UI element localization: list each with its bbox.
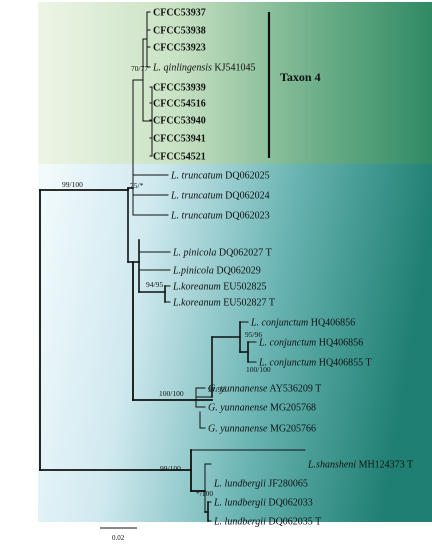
tip-species-name: G. yunnanense xyxy=(208,424,268,435)
tip-accession: KJ541045 xyxy=(212,63,256,74)
tree-background xyxy=(38,164,432,522)
tip-species-name: L. conjunctum xyxy=(258,358,316,369)
tip-species-name: G. yunnanense xyxy=(208,384,268,395)
tip-label-t3: CFCC53923 xyxy=(153,43,206,54)
support-99-100-lower: 99/100 xyxy=(160,464,181,473)
tip-accession: AY536209 T xyxy=(267,384,321,395)
tip-label-t19: L. conjunctum HQ406855 T xyxy=(258,358,372,369)
taxon-4-background xyxy=(38,2,432,164)
tip-label-t2: CFCC53938 xyxy=(153,26,206,37)
tip-accession: CFCC54521 xyxy=(153,152,206,163)
tip-accession: MG205768 xyxy=(267,403,316,414)
tip-accession: HQ406855 T xyxy=(316,358,371,369)
taxon-4-label: Taxon 4 xyxy=(280,70,321,84)
tip-accession: DQ062024 xyxy=(223,191,270,202)
tip-label-t13: L. pinicola DQ062027 T xyxy=(172,248,272,259)
tip-label-t8: CFCC53941 xyxy=(153,134,206,145)
tip-label-t24: L. lundbergii JF280065 xyxy=(213,479,308,490)
tip-label-t6: CFCC54516 xyxy=(153,99,206,110)
tip-label-t1: CFCC53937 xyxy=(153,8,206,19)
support-99-100-upper: 99/100 xyxy=(62,180,83,189)
tip-species-name: L. truncatum xyxy=(170,191,223,202)
support-star-100: */100 xyxy=(196,489,213,498)
tip-accession: EU502827 T xyxy=(221,298,275,309)
tip-accession: EU502825 xyxy=(221,282,267,293)
tip-species-name: L.koreanum xyxy=(172,298,221,309)
tip-species-name: L. lundbergii xyxy=(213,498,266,509)
tip-species-name: L. pinicola xyxy=(172,248,216,259)
tip-label-t10: L. truncatum DQ062025 xyxy=(170,171,270,182)
support-100-100-conjunctum: 100/100 xyxy=(246,365,271,374)
tip-accession: DQ062025 xyxy=(223,171,270,182)
tip-species-name: L. conjunctum xyxy=(250,318,308,329)
support-94-95: 94/95 xyxy=(146,280,163,289)
tip-accession: CFCC53923 xyxy=(153,43,206,54)
tip-accession: DQ062033 xyxy=(266,498,313,509)
support-75-star: 75/* xyxy=(130,181,144,190)
tip-species-name: L. lundbergii xyxy=(213,517,266,528)
tip-accession: MG205766 xyxy=(267,424,316,435)
support-97-92: 97/92 xyxy=(208,385,225,394)
tip-label-t25: L. lundbergii DQ062033 xyxy=(213,498,313,509)
tip-label-t15: L.koreanum EU502825 xyxy=(172,282,267,293)
tip-label-t20: G. yunnanense AY536209 T xyxy=(208,384,321,395)
scale-bar-label: 0.02 xyxy=(112,534,125,542)
tip-accession: DQ062027 T xyxy=(216,248,271,259)
tip-label-t4: L. qinlingensis KJ541045 xyxy=(152,63,256,74)
tip-accession: JF280065 xyxy=(266,479,308,490)
tip-accession: DQ062023 xyxy=(223,211,270,222)
tip-label-t18: L. conjunctum HQ406856 xyxy=(258,338,363,349)
tip-label-t26: L. lundbergii DQ062035 T xyxy=(213,517,321,528)
tip-species-name: L. lundbergii xyxy=(213,479,266,490)
tip-label-t16: L.koreanum EU502827 T xyxy=(172,298,275,309)
tip-species-name: G. yunnanense xyxy=(208,403,268,414)
tip-label-t12: L. truncatum DQ062023 xyxy=(170,211,270,222)
tip-accession: MH124373 T xyxy=(356,460,413,471)
tip-species-name: L. truncatum xyxy=(170,171,223,182)
tip-label-t22: G. yunnanense MG205766 xyxy=(208,424,316,435)
tip-species-name: L. conjunctum xyxy=(258,338,316,349)
tip-species-name: L.pinicola xyxy=(172,266,214,277)
tip-label-t9: CFCC54521 xyxy=(153,152,206,163)
support-100-100-lower: 100/100 xyxy=(159,389,184,398)
tip-label-t5: CFCC53939 xyxy=(153,83,206,94)
tip-accession: CFCC53939 xyxy=(153,83,206,94)
tip-accession: CFCC54516 xyxy=(153,99,206,110)
tree-branches xyxy=(39,11,306,522)
support-70-77: 70/77 xyxy=(131,64,148,73)
tip-accession: CFCC53938 xyxy=(153,26,206,37)
support-95-96: 95/96 xyxy=(245,330,262,339)
tip-species-name: L.shansheni xyxy=(307,460,356,471)
tip-label-t21: G. yunnanense MG205768 xyxy=(208,403,316,414)
tip-label-t7: CFCC53940 xyxy=(153,116,206,127)
tip-accession: HQ406856 xyxy=(316,338,363,349)
tip-species-name: L. qinlingensis xyxy=(152,63,212,74)
tip-species-name: L.koreanum xyxy=(172,282,221,293)
tip-label-t23: L.shansheni MH124373 T xyxy=(307,460,413,471)
tip-accession: DQ062029 xyxy=(214,266,261,277)
tip-label-t17: L. conjunctum HQ406856 xyxy=(250,318,355,329)
tip-accession: CFCC53937 xyxy=(153,8,206,19)
tip-accession: CFCC53941 xyxy=(153,134,206,145)
tip-species-name: L. truncatum xyxy=(170,211,223,222)
tip-label-t14: L.pinicola DQ062029 xyxy=(172,266,261,277)
tip-label-t11: L. truncatum DQ062024 xyxy=(170,191,270,202)
tip-accession: HQ406856 xyxy=(308,318,355,329)
tip-accession: CFCC53940 xyxy=(153,116,206,127)
tip-accession: DQ062035 T xyxy=(266,517,321,528)
